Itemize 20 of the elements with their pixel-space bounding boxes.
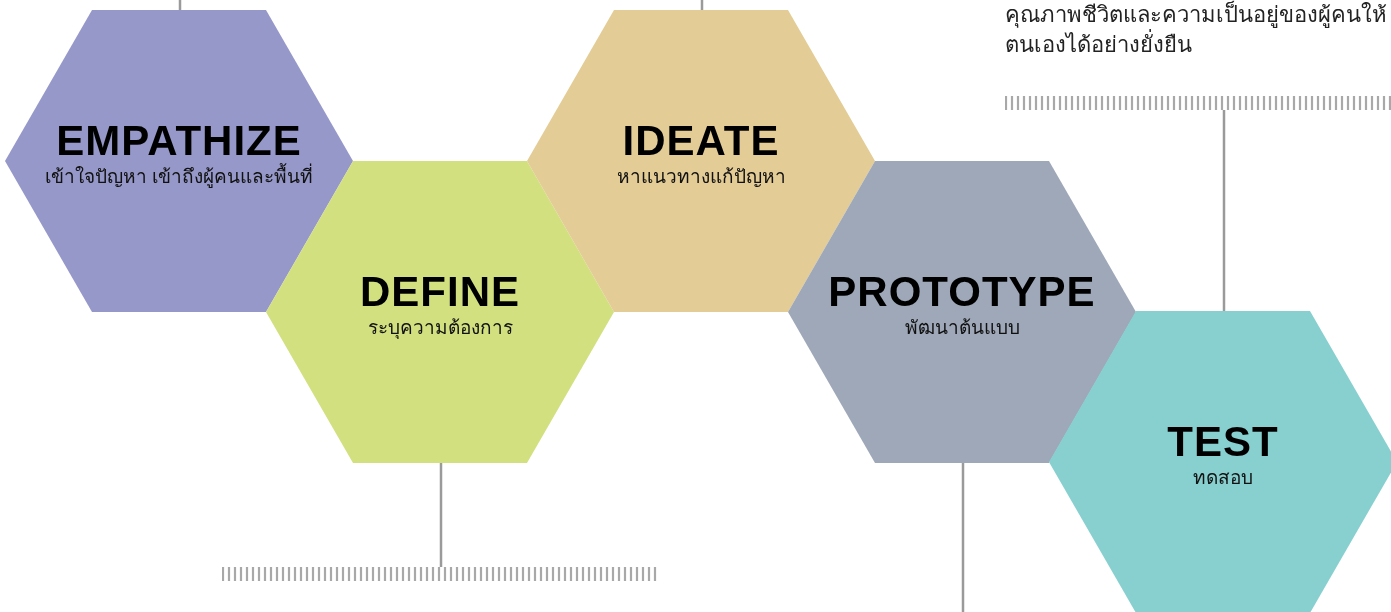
stage-subtitle: พัฒนาต้นแบบ [904,316,1020,340]
stage-subtitle: ระบุความต้องการ [367,316,513,341]
ruler-bar [222,567,658,581]
stage-title: PROTOTYPE [828,269,1096,315]
stage-subtitle: หาแนวทางแก้ปัญหา [616,165,786,189]
stage-subtitle: เข้าใจปัญหา เข้าถึงผู้คนและพื้นที่ [44,164,314,190]
stage-title: IDEATE [622,118,780,164]
note-text: คุณภาพชีวิตและความเป็นอยู่ของผู้คนให้ [1005,0,1387,29]
note-text: ตนเองได้อย่างยั่งยืน [1005,30,1192,60]
stage-subtitle: ทดสอบ [1193,466,1253,490]
hexagon-shape [788,161,1136,463]
leader-line [439,463,443,567]
stage-title: DEFINE [360,269,520,315]
leader-line [961,463,965,612]
ruler-bar [1005,96,1391,110]
hexagon-shape [5,10,353,312]
stage-title: EMPATHIZE [56,118,302,164]
leader-line [1222,110,1226,311]
hexagon-shape [1049,311,1391,612]
stage-title: TEST [1167,419,1279,465]
